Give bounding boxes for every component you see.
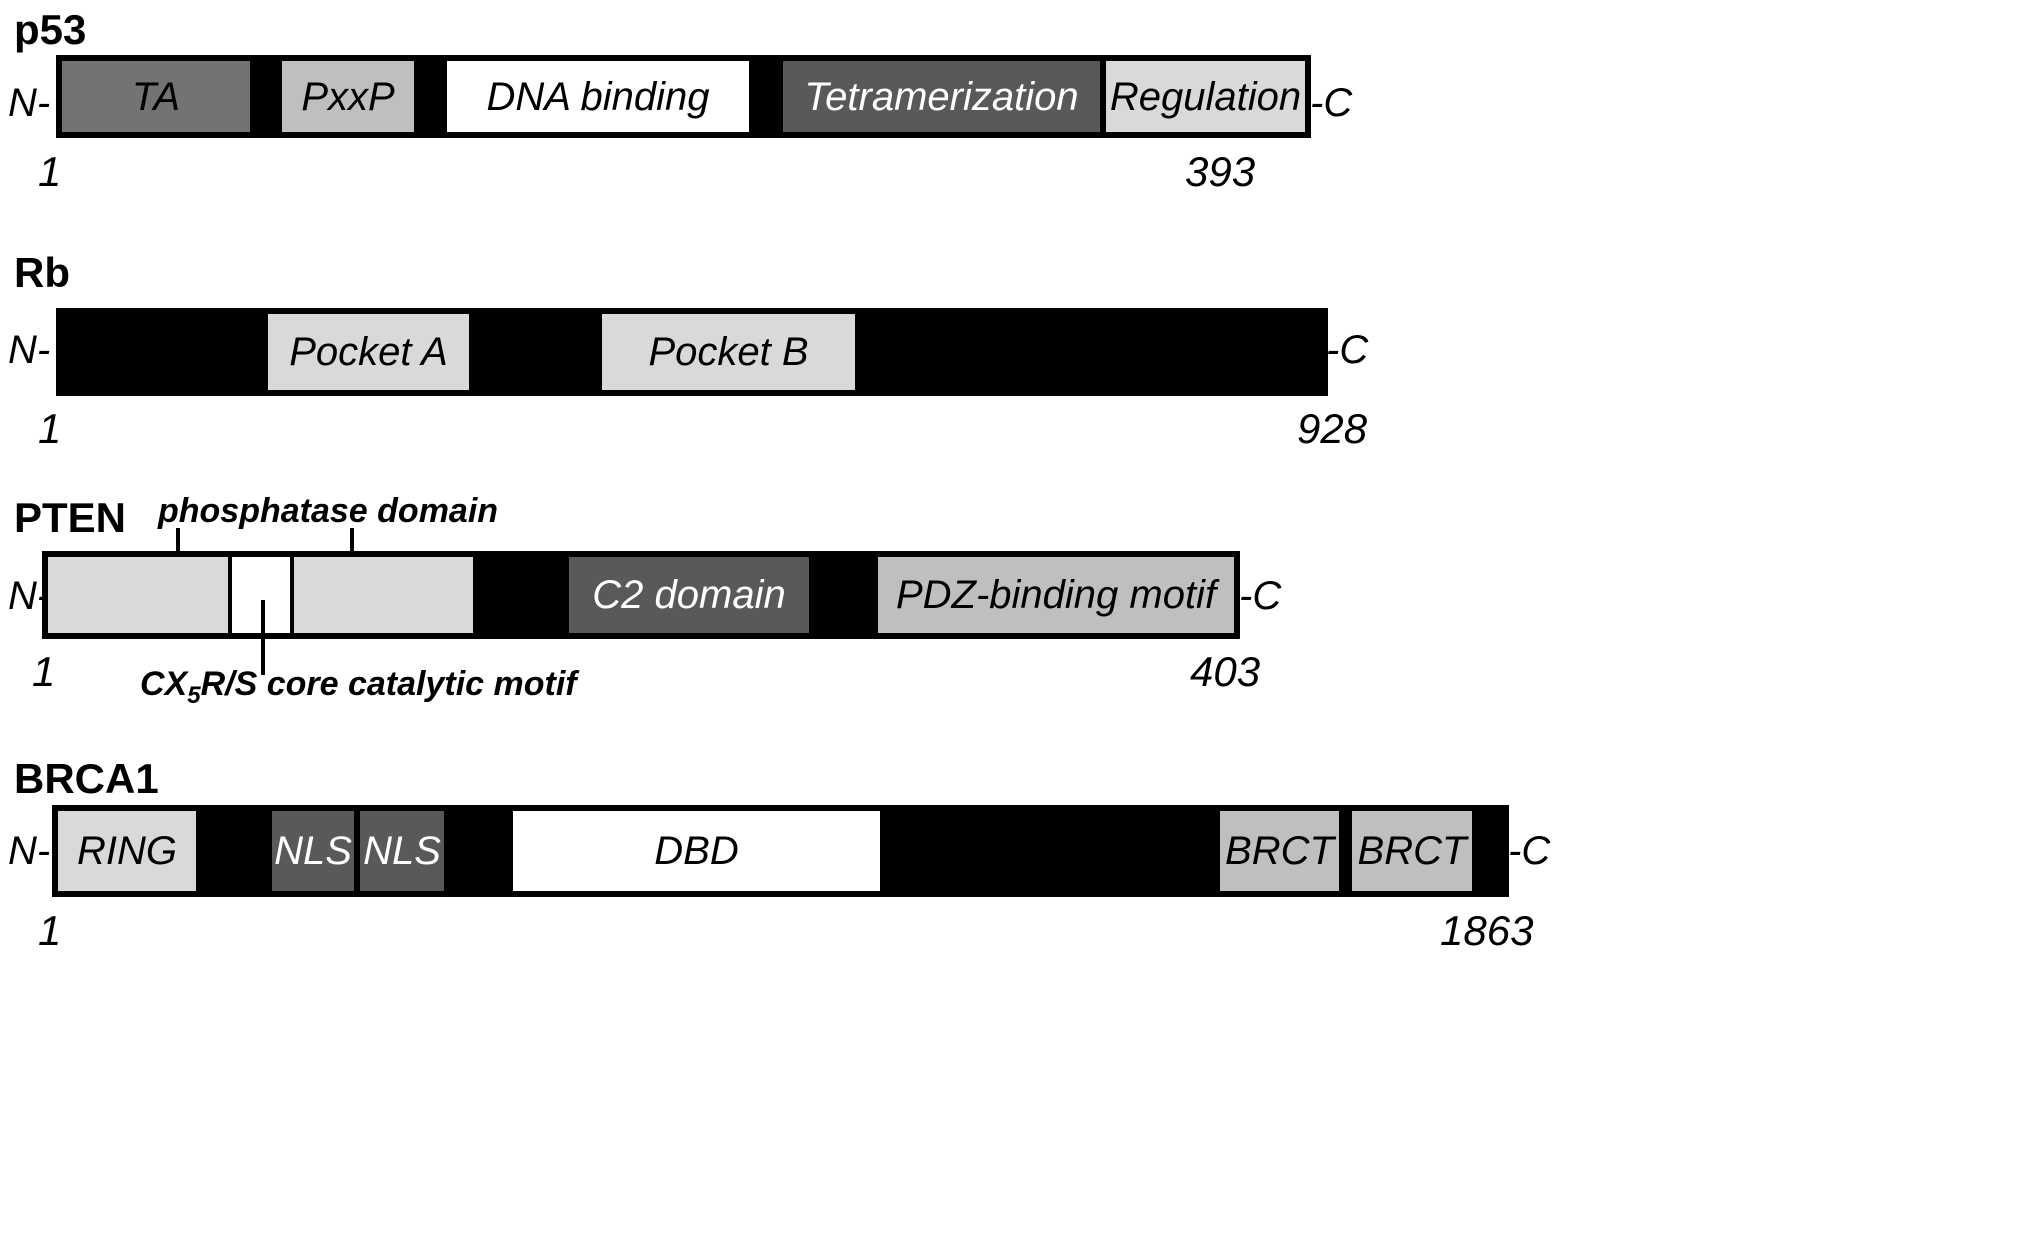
c-terminus-label-p53: -C — [1310, 81, 1353, 125]
c-terminus-label-brca1: -C — [1508, 829, 1551, 873]
domain-label-pocket-a: Pocket A — [289, 330, 448, 374]
domain-label-tetramerization: Tetramerization — [804, 74, 1079, 119]
start-residue-brca1: 1 — [38, 907, 62, 954]
protein-name-p53: p53 — [14, 6, 87, 53]
domain-pten-c2: C2 domain — [569, 557, 809, 633]
start-residue-rb: 1 — [38, 405, 62, 452]
leader-line-catalytic-motif — [261, 600, 265, 675]
domain-label-ta: TA — [131, 74, 181, 119]
protein-name-brca1: BRCA1 — [14, 755, 159, 802]
domain-pten-phosphatase-lobe-1 — [48, 557, 228, 633]
domain-p53-tetramerization: Tetramerization — [783, 61, 1100, 132]
domain-label-c2-domain: C2 domain — [592, 573, 786, 617]
domain-brca1-dbd: DBD — [513, 811, 880, 891]
c-terminus-label-pten: -C — [1239, 574, 1282, 618]
end-residue-pten: 403 — [1190, 648, 1261, 695]
domain-p53-ta: TA — [62, 61, 250, 132]
domain-p53-regulation: Regulation — [1106, 61, 1305, 132]
domain-label-brct-1: BRCT — [1225, 829, 1334, 873]
domain-pten-phosphatase-lobe-2 — [294, 557, 473, 633]
annot-suffix: R/S core catalytic motif — [200, 665, 577, 703]
protein-name-rb: Rb — [14, 249, 70, 296]
n-terminus-label-rb: N- — [8, 328, 51, 372]
domain-label-dna-binding: DNA binding — [486, 74, 710, 119]
start-residue-p53: 1 — [38, 148, 62, 195]
domain-brca1-nls-2: NLS — [360, 811, 444, 891]
annot-subscript: 5 — [187, 682, 201, 709]
domain-brca1-nls-1: NLS — [272, 811, 354, 891]
annotation-cx5rs-core-catalytic-motif: CX5R/S core catalytic motif — [140, 665, 577, 709]
domain-rb-pocket-b: Pocket B — [602, 314, 855, 390]
protein-bar-brca1: RING NLS NLS DBD BRCT BRCT — [52, 805, 1509, 897]
n-terminus-label-p53: N- — [8, 81, 51, 125]
domain-label-brct-2: BRCT — [1357, 829, 1467, 873]
domain-brca1-brct-2: BRCT — [1352, 811, 1472, 891]
protein-bar-p53: TA PxxP DNA binding Tetramerization Regu… — [56, 55, 1311, 138]
domain-p53-pxxp: PxxP — [282, 61, 414, 132]
annot-prefix: CX — [140, 665, 188, 703]
end-residue-brca1: 1863 — [1440, 907, 1534, 954]
domain-label-pocket-b: Pocket B — [648, 330, 809, 374]
domain-label-nls-1: NLS — [274, 829, 352, 873]
end-residue-p53: 393 — [1185, 148, 1256, 195]
domain-label-ring: RING — [77, 829, 177, 873]
protein-bar-pten: C2 domain PDZ-binding motif — [42, 551, 1240, 639]
n-terminus-label-brca1: N- — [8, 829, 51, 873]
domain-label-nls-2: NLS — [363, 829, 441, 873]
domain-label-pxxp: PxxP — [301, 74, 395, 119]
domain-brca1-brct-1: BRCT — [1220, 811, 1339, 891]
annotation-phosphatase-domain: phosphatase domain — [158, 492, 499, 530]
domain-p53-dna-binding: DNA binding — [447, 61, 749, 132]
protein-name-pten: PTEN — [14, 494, 127, 541]
domain-label-pdz-binding-motif: PDZ-binding motif — [895, 573, 1217, 617]
start-residue-pten: 1 — [32, 648, 56, 695]
protein-bar-rb: Pocket A Pocket B — [56, 308, 1328, 396]
domain-pten-pdz-binding-motif: PDZ-binding motif — [878, 557, 1234, 633]
end-residue-rb: 928 — [1297, 405, 1368, 452]
c-terminus-label-rb: -C — [1326, 328, 1369, 372]
domain-brca1-ring: RING — [58, 811, 196, 891]
domain-label-dbd: DBD — [654, 829, 739, 873]
domain-label-regulation: Regulation — [1109, 74, 1302, 119]
domain-rb-pocket-a: Pocket A — [268, 314, 469, 390]
